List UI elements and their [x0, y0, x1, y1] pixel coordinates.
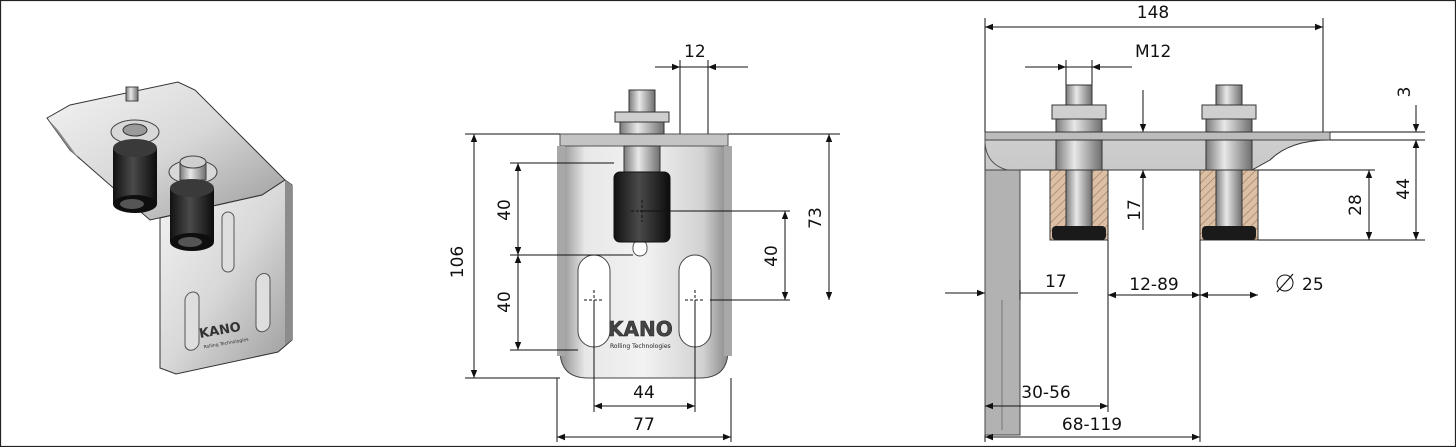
- front-dim-73: 73: [806, 207, 826, 229]
- side-dim-m12: M12: [1135, 42, 1171, 62]
- side-top-flange: [984, 131, 1331, 141]
- side-roller-2: [1199, 84, 1259, 241]
- front-dim-77: 77: [633, 415, 655, 435]
- side-roller-1: [1049, 84, 1109, 241]
- front-dim-40-lower: 40: [495, 291, 515, 313]
- front-dim-40-upper: 40: [495, 199, 515, 221]
- front-dim-40-right: 40: [762, 245, 782, 267]
- front-plate-top-flange: [559, 133, 729, 147]
- side-extension-lines: [984, 18, 1425, 442]
- side-dim-17-vert: 17: [1125, 199, 1145, 221]
- front-logo-tagline: Rolling Technologies: [610, 343, 671, 350]
- side-dim-30-56: 30-56: [1021, 383, 1070, 403]
- front-extension-lines: [465, 60, 840, 442]
- front-nut-3: [623, 145, 661, 173]
- slot-left: [184, 291, 200, 351]
- diameter-symbol-slash: [1276, 273, 1294, 293]
- top-plate-edge: [47, 118, 80, 160]
- perspective-bolt-stub: [125, 86, 139, 102]
- front-dimensions: 12 106 40 40 40 73 44 77: [448, 42, 833, 441]
- side-dim-17-horiz: 17: [1045, 272, 1067, 292]
- front-nut-2: [619, 121, 665, 135]
- vertical-plate-edge: [285, 180, 292, 345]
- side-dim-3: 3: [1395, 87, 1415, 98]
- front-view: KANO Rolling Technologies: [448, 42, 840, 442]
- slot-right: [255, 273, 271, 333]
- front-washer-1: [614, 111, 670, 123]
- diameter-symbol: [1276, 274, 1294, 292]
- side-dim-28: 28: [1346, 194, 1366, 216]
- side-dim-12-89: 12-89: [1129, 275, 1178, 295]
- front-logo-text: KANO: [608, 317, 673, 341]
- side-dim-44: 44: [1394, 178, 1414, 200]
- front-plate-left-edge: [557, 146, 565, 356]
- side-dim-25: 25: [1302, 275, 1324, 295]
- perspective-logo-text: KANO: [198, 320, 242, 342]
- side-dim-148: 148: [1137, 3, 1169, 23]
- front-dim-12: 12: [684, 42, 706, 62]
- front-top-nut: [628, 89, 656, 113]
- side-view: 148 M12 3 17 28 44 17 12-89 25: [945, 3, 1425, 442]
- front-plate-right-edge: [724, 146, 732, 356]
- front-dim-44: 44: [633, 383, 655, 403]
- side-dimensions: 148 M12 3 17 28 44 17 12-89 25: [945, 3, 1420, 441]
- front-dim-106: 106: [448, 246, 468, 278]
- isometric-view: KANO Rolling Technologies: [46, 81, 293, 375]
- perspective-roller-2: [168, 155, 218, 251]
- slot-center: [221, 211, 235, 273]
- side-dim-68-119: 68-119: [1062, 415, 1122, 435]
- perspective-roller-1: [110, 119, 160, 213]
